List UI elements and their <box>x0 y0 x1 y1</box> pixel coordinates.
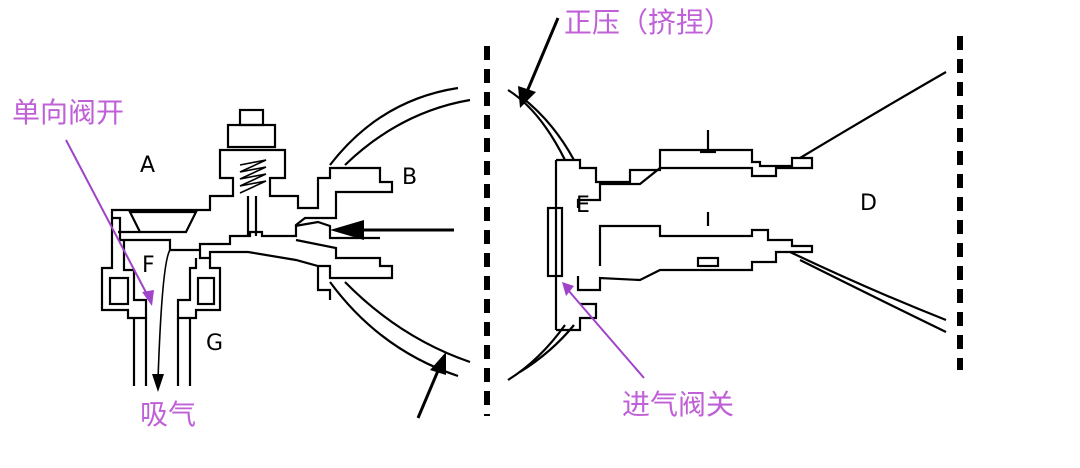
valve-G-tube <box>176 318 192 386</box>
bag-right-upper <box>799 71 947 159</box>
valve-E-body <box>554 148 814 330</box>
spring-stem <box>246 196 258 236</box>
pressure-arrow-top <box>524 17 560 95</box>
label-D: D <box>860 191 877 216</box>
valve-G-seat <box>196 276 216 306</box>
pointer-check-valve-head <box>142 290 154 306</box>
upper-channel <box>118 220 380 240</box>
label-B: B <box>402 165 417 190</box>
annotation-inlet-valve-closed: 进气阀关 <box>622 388 734 421</box>
label-G: G <box>206 331 223 356</box>
valve-housing <box>110 148 394 252</box>
bag-inner-arc-left <box>344 98 471 364</box>
bag-outer-arc-right <box>507 89 566 381</box>
pressure-arrow-bottom-head <box>430 352 446 375</box>
annotation-positive-pressure: 正压（挤捏） <box>564 6 732 39</box>
label-F: F <box>142 253 155 278</box>
pressure-arrow-top-head <box>518 86 536 108</box>
pointer-inlet-valve-head <box>562 282 574 296</box>
valve-cup <box>128 210 198 234</box>
valve-G-body <box>176 258 222 320</box>
lower-outlet <box>316 266 332 300</box>
annotation-check-valve-open: 单向阀开 <box>12 96 124 129</box>
pressure-arrow-bottom <box>416 365 442 419</box>
spring-knob <box>238 108 265 127</box>
lower-channel <box>198 238 394 280</box>
spring-coil <box>239 159 267 194</box>
annotation-inhale: 吸气 <box>140 398 196 431</box>
valve-F-seat <box>108 276 130 306</box>
spring-cap <box>226 123 277 149</box>
valve-E-bottom <box>556 302 598 332</box>
label-A: A <box>140 153 155 178</box>
valve-F-tube <box>132 318 148 386</box>
pointer-inlet-valve <box>567 289 645 379</box>
valve-E-body-lower <box>576 224 814 292</box>
bottom-disc <box>696 256 720 268</box>
flow-arrow-left-head <box>330 220 364 240</box>
pointer-check-valve <box>65 139 151 301</box>
label-E: E <box>576 193 590 218</box>
valve-F-body <box>100 218 148 320</box>
flow-arrow-head <box>152 374 164 392</box>
flow-arrow-line <box>157 249 171 381</box>
bag-right-lower-1 <box>789 251 947 322</box>
bag-right-lower-2 <box>799 259 947 333</box>
